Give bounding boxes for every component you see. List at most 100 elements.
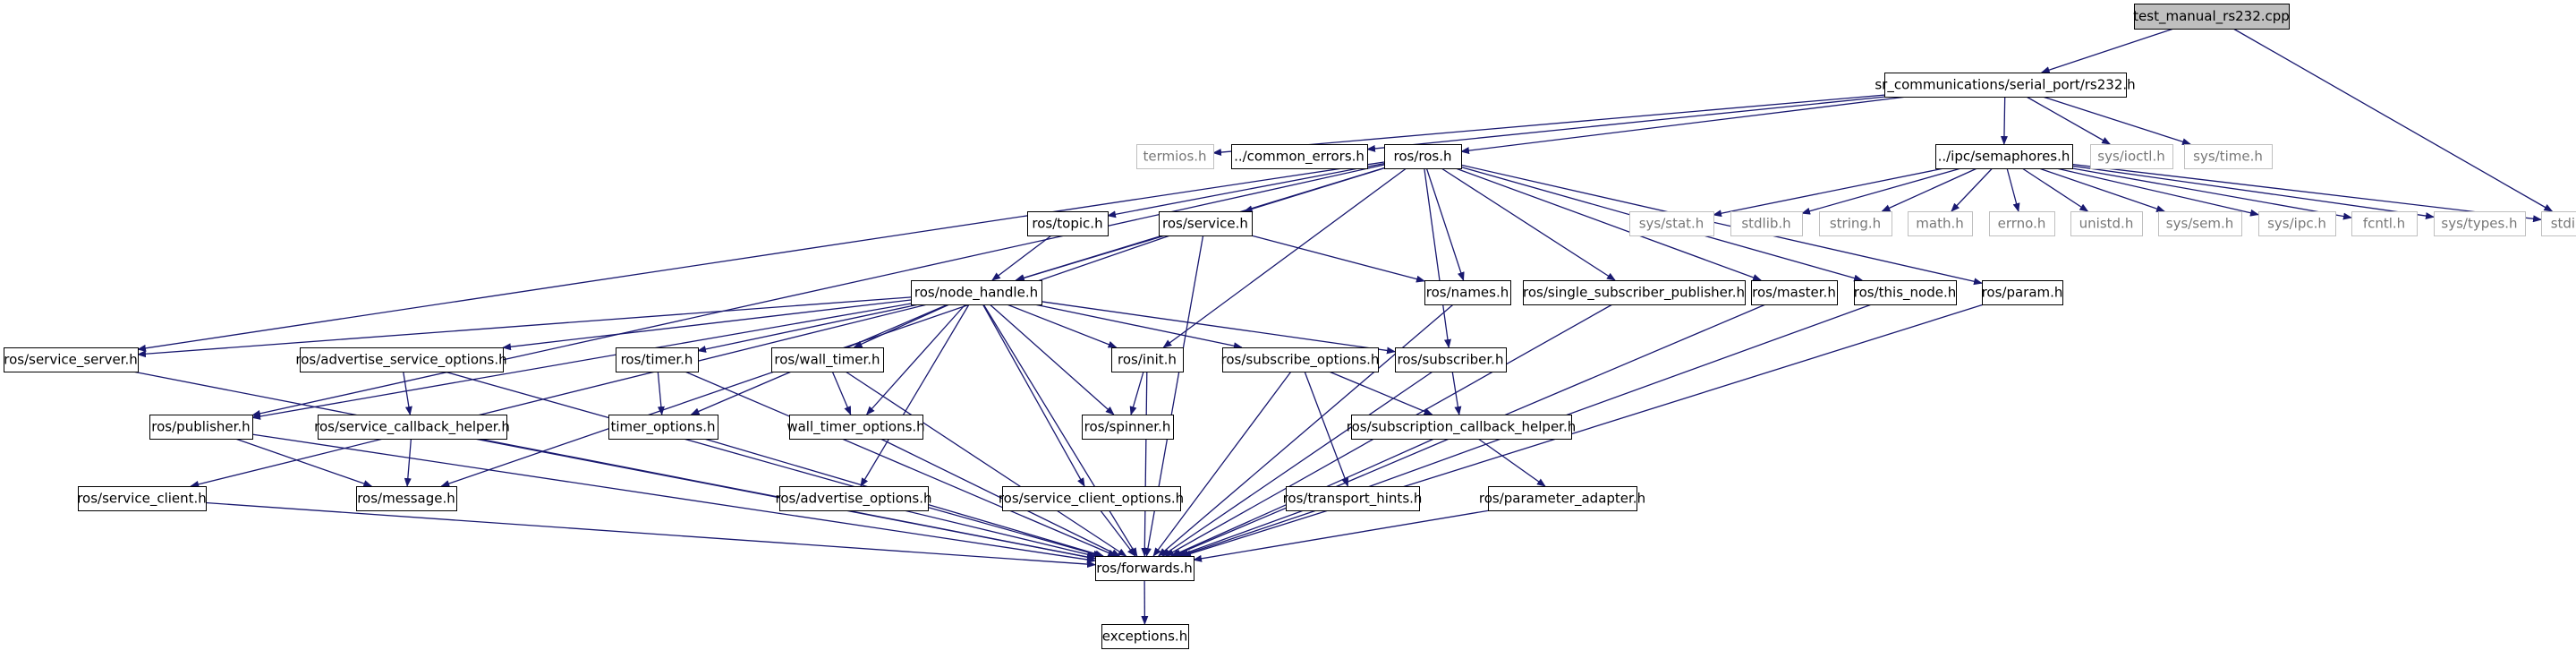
node-label-ros_init_h: ros/init.h xyxy=(1118,352,1177,368)
node-box-ros_wall_timer_h xyxy=(771,347,884,372)
edge-semaphores_h-to-sys_ipc_h xyxy=(2056,167,2259,217)
edge-ros_subscriber_h-to-ros_forwards_h xyxy=(1160,371,1433,557)
node-ros_service_server_h[interactable]: ros/service_server.h xyxy=(4,347,139,372)
node-box-ros_master_h xyxy=(1751,280,1838,305)
edge-rs232_h-to-ros_ros_h xyxy=(1460,96,1908,155)
node-common_errors_h[interactable]: ../common_errors.h xyxy=(1231,144,1368,169)
node-rs232_h[interactable]: sr_communications/serial_port/rs232.h xyxy=(1875,73,2136,98)
node-ros_parameter_adapter_h[interactable]: ros/parameter_adapter.h xyxy=(1479,486,1645,511)
node-ros_subscription_callback_helper_h[interactable]: ros/subscription_callback_helper.h xyxy=(1347,415,1577,440)
node-ros_service_h[interactable]: ros/service.h xyxy=(1159,211,1253,236)
edge-ros_ros_h-to-ros_master_h xyxy=(1455,167,1763,281)
node-ros_forwards_h[interactable]: ros/forwards.h xyxy=(1095,556,1194,581)
edge-test_manual_rs232_cpp-to-stdio_h xyxy=(2232,28,2554,212)
edge-ros_node_handle_h-to-ros_service_client_h xyxy=(190,304,928,488)
edge-ros_subscribe_options_h-to-ros_subscription_callback_helper_h xyxy=(1329,371,1433,415)
node-box-fcntl_h xyxy=(2351,211,2418,236)
node-ros_param_h[interactable]: ros/param.h xyxy=(1982,280,2063,305)
edge-ros_ros_h-to-ros_subscriber_h xyxy=(1424,167,1451,348)
node-ros_topic_h[interactable]: ros/topic.h xyxy=(1027,211,1109,236)
edge-ros_wall_timer_h-to-ros_forwards_h xyxy=(845,371,1127,557)
node-ros_node_handle_h[interactable]: ros/node_handle.h xyxy=(911,280,1042,305)
node-ros_subscribe_options_h[interactable]: ros/subscribe_options.h xyxy=(1221,347,1380,372)
node-box-unistd_h xyxy=(2070,211,2143,236)
node-ros_this_node_h[interactable]: ros/this_node.h xyxy=(1854,280,1957,305)
edge-ros_advertise_service_options_h-to-ros_service_callback_helper_h xyxy=(403,371,412,415)
edge-rs232_h-to-sys_ioctl_h xyxy=(2026,96,2112,145)
edge-ros_node_handle_h-to-ros_spinner_h xyxy=(989,304,1115,415)
edge-ros_timer_h-to-timer_options_h xyxy=(657,371,665,415)
edge-ros_service_client_options_h-to-ros_forwards_h xyxy=(1100,509,1136,557)
edge-ros_names_h-to-ros_forwards_h xyxy=(1158,304,1454,557)
node-ros_wall_timer_h[interactable]: ros/wall_timer.h xyxy=(771,347,884,372)
node-label-ros_node_handle_h: ros/node_handle.h xyxy=(914,285,1038,302)
node-fcntl_h: fcntl.h xyxy=(2351,211,2418,236)
node-label-ros_service_client_h: ros/service_client.h xyxy=(77,491,207,508)
node-ros_single_subscriber_publisher_h[interactable]: ros/single_subscriber_publisher.h xyxy=(1523,280,1746,305)
node-box-errno_h xyxy=(1989,211,2055,236)
node-box-sys_ipc_h xyxy=(2258,211,2336,236)
node-math_h: math.h xyxy=(1908,211,1973,236)
node-sys_time_h: sys/time.h xyxy=(2184,144,2273,169)
node-ros_ros_h[interactable]: ros/ros.h xyxy=(1384,144,1462,169)
node-label-sys_ioctl_h: sys/ioctl.h xyxy=(2097,149,2164,165)
node-box-math_h xyxy=(1908,211,1973,236)
edge-ros_ros_h-to-ros_publisher_h xyxy=(251,164,1385,417)
node-label-rs232_h: sr_communications/serial_port/rs232.h xyxy=(1875,77,2135,94)
node-ros_advertise_options_h[interactable]: ros/advertise_options.h xyxy=(776,486,932,511)
node-label-termios_h: termios.h xyxy=(1143,149,1206,165)
node-ros_publisher_h[interactable]: ros/publisher.h xyxy=(149,415,253,440)
node-ros_service_client_h[interactable]: ros/service_client.h xyxy=(77,486,207,511)
node-ros_names_h[interactable]: ros/names.h xyxy=(1424,280,1511,305)
node-ros_timer_h[interactable]: ros/timer.h xyxy=(616,347,699,372)
node-stdio_h: stdio.h xyxy=(2541,211,2576,236)
node-label-ros_transport_hints_h: ros/transport_hints.h xyxy=(1283,491,1423,508)
edge-semaphores_h-to-stdlib_h xyxy=(1801,167,1961,215)
node-label-ros_service_client_options_h: ros/service_client_options.h xyxy=(999,491,1184,508)
node-ros_spinner_h[interactable]: ros/spinner.h xyxy=(1082,415,1174,440)
node-label-semaphores_h: ../ipc/semaphores.h xyxy=(1938,149,2070,165)
node-label-ros_param_h: ros/param.h xyxy=(1982,285,2063,301)
node-box-ros_subscribe_options_h xyxy=(1222,347,1379,372)
edge-rs232_h-to-sys_time_h xyxy=(2042,96,2191,146)
node-ros_service_client_options_h[interactable]: ros/service_client_options.h xyxy=(999,486,1184,511)
node-test_manual_rs232_cpp[interactable]: test_manual_rs232.cpp xyxy=(2133,4,2290,30)
edge-semaphores_h-to-sys_types_h xyxy=(2071,165,2435,220)
edge-rs232_h-to-semaphores_h xyxy=(2000,96,2008,145)
node-ros_subscriber_h[interactable]: ros/subscriber.h xyxy=(1395,347,1507,372)
node-label-ros_service_h: ros/service.h xyxy=(1162,216,1248,232)
node-label-common_errors_h: ../common_errors.h xyxy=(1234,149,1365,166)
edge-ros_parameter_adapter_h-to-ros_forwards_h xyxy=(1193,509,1491,562)
node-ros_init_h[interactable]: ros/init.h xyxy=(1111,347,1184,372)
edge-ros_timer_h-to-ros_forwards_h xyxy=(684,371,1118,557)
node-label-wall_timer_options_h: wall_timer_options.h xyxy=(786,419,924,436)
edge-ros_ros_h-to-ros_param_h xyxy=(1460,164,1983,286)
edge-rs232_h-to-common_errors_h xyxy=(1366,96,1886,152)
node-box-ros_parameter_adapter_h xyxy=(1488,486,1637,511)
node-label-sys_stat_h: sys/stat.h xyxy=(1639,216,1705,232)
edge-ros_param_h-to-ros_forwards_h xyxy=(1182,304,1985,558)
node-ros_transport_hints_h[interactable]: ros/transport_hints.h xyxy=(1283,486,1423,511)
node-ros_message_h[interactable]: ros/message.h xyxy=(356,486,457,511)
node-semaphores_h[interactable]: ../ipc/semaphores.h xyxy=(1935,144,2073,169)
node-label-sys_time_h: sys/time.h xyxy=(2193,149,2263,165)
node-timer_options_h[interactable]: timer_options.h xyxy=(608,415,718,440)
node-ros_service_callback_helper_h[interactable]: ros/service_callback_helper.h xyxy=(314,415,510,440)
node-wall_timer_options_h[interactable]: wall_timer_options.h xyxy=(786,415,925,440)
node-box-ros_message_h xyxy=(356,486,457,511)
edge-ros_transport_hints_h-to-ros_forwards_h xyxy=(1179,509,1317,557)
node-label-ros_wall_timer_h: ros/wall_timer.h xyxy=(774,352,880,369)
node-label-math_h: math.h xyxy=(1916,216,1963,232)
edge-semaphores_h-to-fcntl_h xyxy=(2071,167,2352,220)
edge-semaphores_h-to-math_h xyxy=(1951,167,1994,212)
node-ros_advertise_service_options_h[interactable]: ros/advertise_service_options.h xyxy=(295,347,507,372)
node-ros_master_h[interactable]: ros/master.h xyxy=(1751,280,1838,305)
node-exceptions_h[interactable]: exceptions.h xyxy=(1101,624,1189,649)
edge-semaphores_h-to-sys_sem_h xyxy=(2038,167,2166,212)
node-box-ros_single_subscriber_publisher_h xyxy=(1523,280,1746,305)
node-box-semaphores_h xyxy=(1935,144,2073,169)
node-box-exceptions_h xyxy=(1101,624,1189,649)
node-label-sys_sem_h: sys/sem.h xyxy=(2166,216,2234,232)
node-box-ros_service_server_h xyxy=(4,347,139,372)
